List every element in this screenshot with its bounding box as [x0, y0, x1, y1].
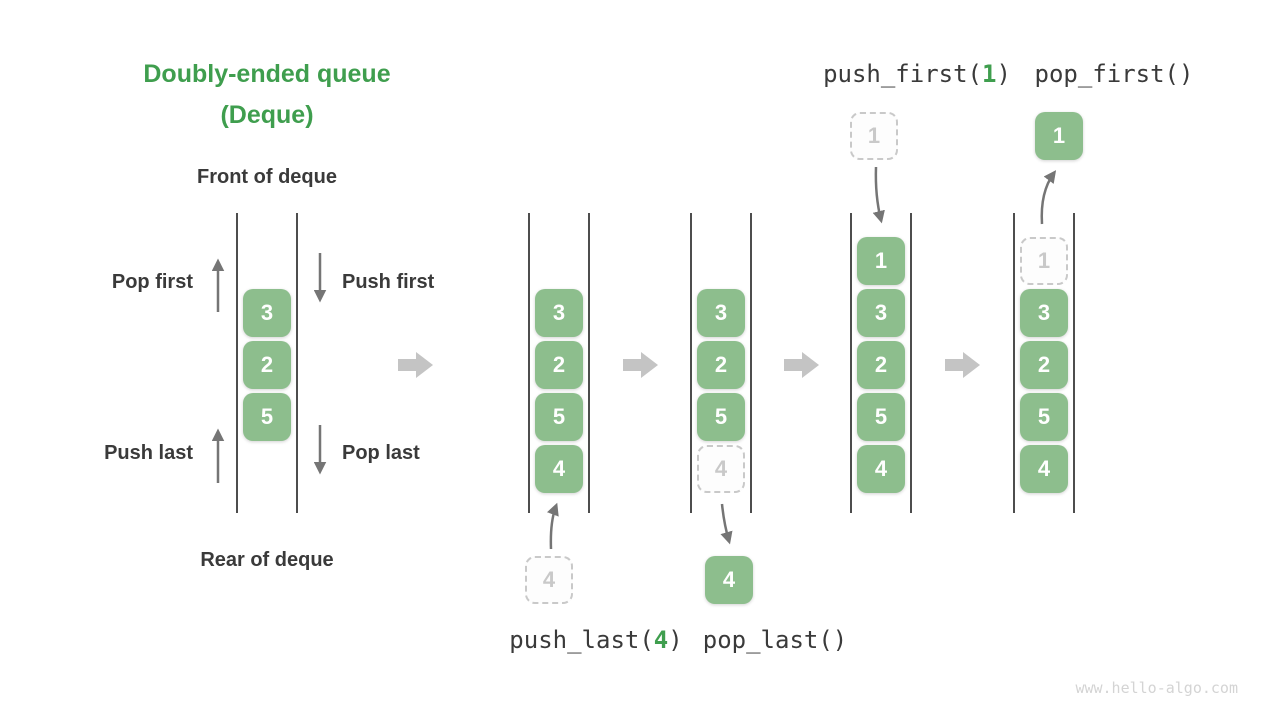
deque-cell-ghost: 1 — [1020, 237, 1068, 285]
code-text: ) — [668, 626, 683, 654]
push-first-incoming-value: 1 — [850, 112, 898, 160]
deque-cell: 3 — [1020, 289, 1068, 337]
deque-cell: 5 — [697, 393, 745, 441]
deque-cell-ghost: 4 — [697, 445, 745, 493]
deque-cell: 4 — [535, 445, 583, 493]
title-line-1: Doubly-ended queue — [143, 60, 391, 88]
step-arrow-icon — [784, 352, 819, 378]
deque-cell: 2 — [1020, 341, 1068, 389]
deque-cell: 4 — [857, 445, 905, 493]
deque-cell: 3 — [857, 289, 905, 337]
step-arrow-icon — [945, 352, 980, 378]
pop-last-label: Pop last — [342, 442, 420, 464]
pop-first-code-label: pop_first() — [1034, 60, 1194, 88]
push-first-code-label: push_first(1) — [787, 60, 1047, 88]
deque-column-initial: 3 2 5 — [236, 213, 298, 513]
code-arg: 4 — [653, 626, 669, 654]
deque-column-after-push-first: 1 3 2 5 4 — [850, 213, 912, 513]
pop-last-result-value: 4 — [705, 556, 753, 604]
push-last-code-label: push_last(4) — [466, 626, 726, 654]
deque-cell: 1 — [857, 237, 905, 285]
deque-cell: 3 — [243, 289, 291, 337]
deque-cell: 4 — [1020, 445, 1068, 493]
deque-cell: 2 — [697, 341, 745, 389]
push-last-label: Push last — [104, 442, 193, 464]
rear-of-deque-label: Rear of deque — [200, 549, 334, 571]
front-of-deque-label: Front of deque — [197, 166, 337, 188]
deque-column-after-push-last: 3 2 5 4 — [528, 213, 590, 513]
deque-cell: 2 — [857, 341, 905, 389]
deque-cell: 2 — [243, 341, 291, 389]
code-text: ) — [996, 60, 1011, 88]
step-arrow-icon — [398, 352, 433, 378]
deque-cell: 2 — [535, 341, 583, 389]
code-text: push_last( — [509, 626, 654, 654]
title-line-2: (Deque) — [220, 101, 314, 129]
deque-cell: 5 — [1020, 393, 1068, 441]
deque-cell: 5 — [243, 393, 291, 441]
deque-column-after-pop-last: 3 2 5 4 — [690, 213, 752, 513]
deque-cell: 3 — [697, 289, 745, 337]
deque-cell: 5 — [535, 393, 583, 441]
watermark: www.hello-algo.com — [1075, 679, 1238, 697]
deque-column-after-pop-first: 1 3 2 5 4 — [1013, 213, 1075, 513]
deque-cell: 5 — [857, 393, 905, 441]
diagram-title: Doubly-ended queue (Deque) — [102, 54, 432, 136]
step-arrow-icon — [623, 352, 658, 378]
deque-cell: 3 — [535, 289, 583, 337]
push-last-incoming-value: 4 — [525, 556, 573, 604]
push-first-label: Push first — [342, 271, 435, 293]
code-arg: 1 — [982, 60, 997, 88]
code-text: push_first( — [823, 60, 983, 88]
pop-first-result-value: 1 — [1035, 112, 1083, 160]
pop-first-label: Pop first — [111, 271, 193, 293]
pop-last-code-label: pop_last() — [702, 626, 848, 654]
